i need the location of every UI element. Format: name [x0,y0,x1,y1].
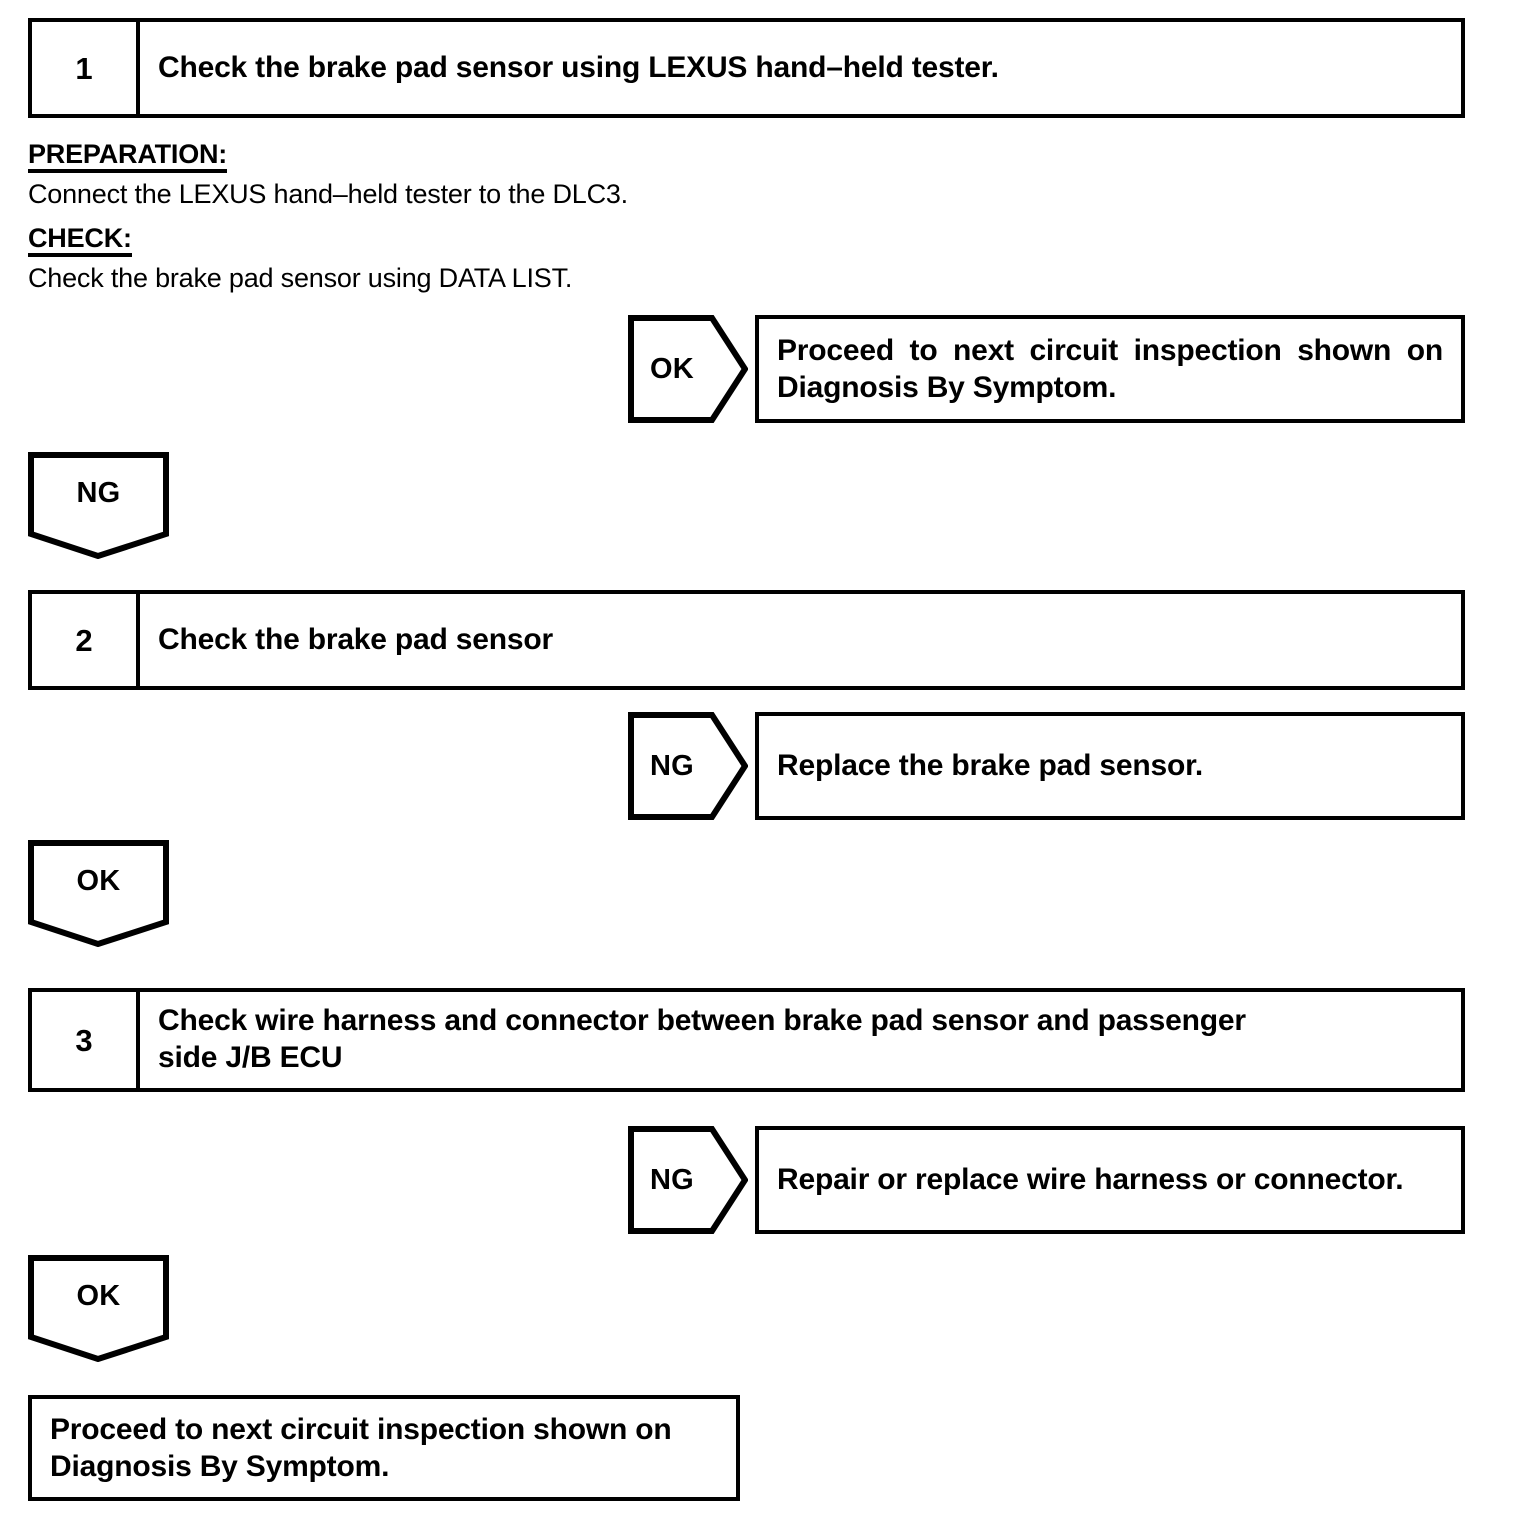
result-box-step2-ng: Replace the brake pad sensor. [755,712,1465,820]
result-box-final: Proceed to next circuit inspection shown… [28,1395,740,1501]
result-text-final-line2: Diagnosis By Symptom. [50,1450,390,1483]
step-number-2: 2 [75,622,93,658]
result-text-step1-ok-line1: Proceed to next circuit inspection shown… [777,333,1443,367]
check-body: Check the brake pad sensor using DATA LI… [28,262,573,293]
pentagon-down-shape [28,1255,169,1362]
step-text-cell-1: Check the brake pad sensor using LEXUS h… [140,22,1461,114]
check-heading: CHECK: [28,223,132,257]
step-box-2: 2 Check the brake pad sensor [28,590,1465,690]
branch-label-step2-ok: OK [76,864,121,897]
step-number-cell-3: 3 [32,992,140,1088]
pentagon-right-shape [628,712,748,820]
result-text-final: Proceed to next circuit inspection shown… [32,1411,736,1486]
preparation-check-block: PREPARATION: Connect the LEXUS hand–held… [28,140,928,293]
result-text-step2-ng: Replace the brake pad sensor. [777,749,1204,783]
result-box-step3-ng: Repair or replace wire harness or connec… [755,1126,1465,1234]
result-text-final-line1: Proceed to next circuit inspection shown… [50,1412,672,1446]
step-title-3-line1: Check wire harness and connector between… [158,1004,1246,1038]
branch-marker-step1-ng: NG [28,452,169,559]
step-box-1: 1 Check the brake pad sensor using LEXUS… [28,18,1465,118]
prose-spacer [28,210,928,224]
branch-marker-step2-ok: OK [28,840,169,947]
preparation-heading: PREPARATION: [28,140,227,174]
step-title-1: Check the brake pad sensor using LEXUS h… [158,50,999,84]
result-text-step1-ok-line2: Diagnosis By Symptom. [777,371,1117,404]
check-heading-row: CHECK: [28,223,928,257]
step-title-3: Check wire harness and connector between… [158,1003,1246,1076]
result-box-step1-ok: Proceed to next circuit inspection shown… [755,315,1465,423]
result-text-step1-ok: Proceed to next circuit inspection shown… [759,332,1461,407]
step-title-3-line2: side J/B ECU [158,1041,343,1074]
pentagon-down-shape [28,840,169,947]
step-text-cell-2: Check the brake pad sensor [140,594,1461,686]
branch-marker-step1-ok: OK [628,315,748,423]
step-box-3: 3 Check wire harness and connector betwe… [28,988,1465,1092]
step-number-3: 3 [75,1022,93,1058]
branch-label-step1-ok: OK [649,352,695,385]
step-title-2: Check the brake pad sensor [158,622,553,656]
step-text-cell-3: Check wire harness and connector between… [140,992,1461,1088]
pentagon-down-shape [28,452,169,559]
result-text-step3-ng: Repair or replace wire harness or connec… [777,1163,1404,1197]
pentagon-right-shape [628,315,748,423]
pentagon-right-shape [628,1126,748,1234]
branch-label-step1-ng: NG [76,476,121,509]
step-number-cell-2: 2 [32,594,140,686]
branch-marker-step3-ok: OK [28,1255,169,1362]
preparation-heading-row: PREPARATION: [28,140,928,174]
branch-marker-step2-ng: NG [628,712,748,820]
branch-label-step3-ng: NG [649,1163,695,1196]
step-number-cell-1: 1 [32,22,140,114]
branch-marker-step3-ng: NG [628,1126,748,1234]
step-number-1: 1 [75,50,93,86]
branch-label-step3-ok: OK [76,1279,121,1312]
preparation-body: Connect the LEXUS hand–held tester to th… [28,179,628,210]
branch-label-step2-ng: NG [649,749,695,782]
